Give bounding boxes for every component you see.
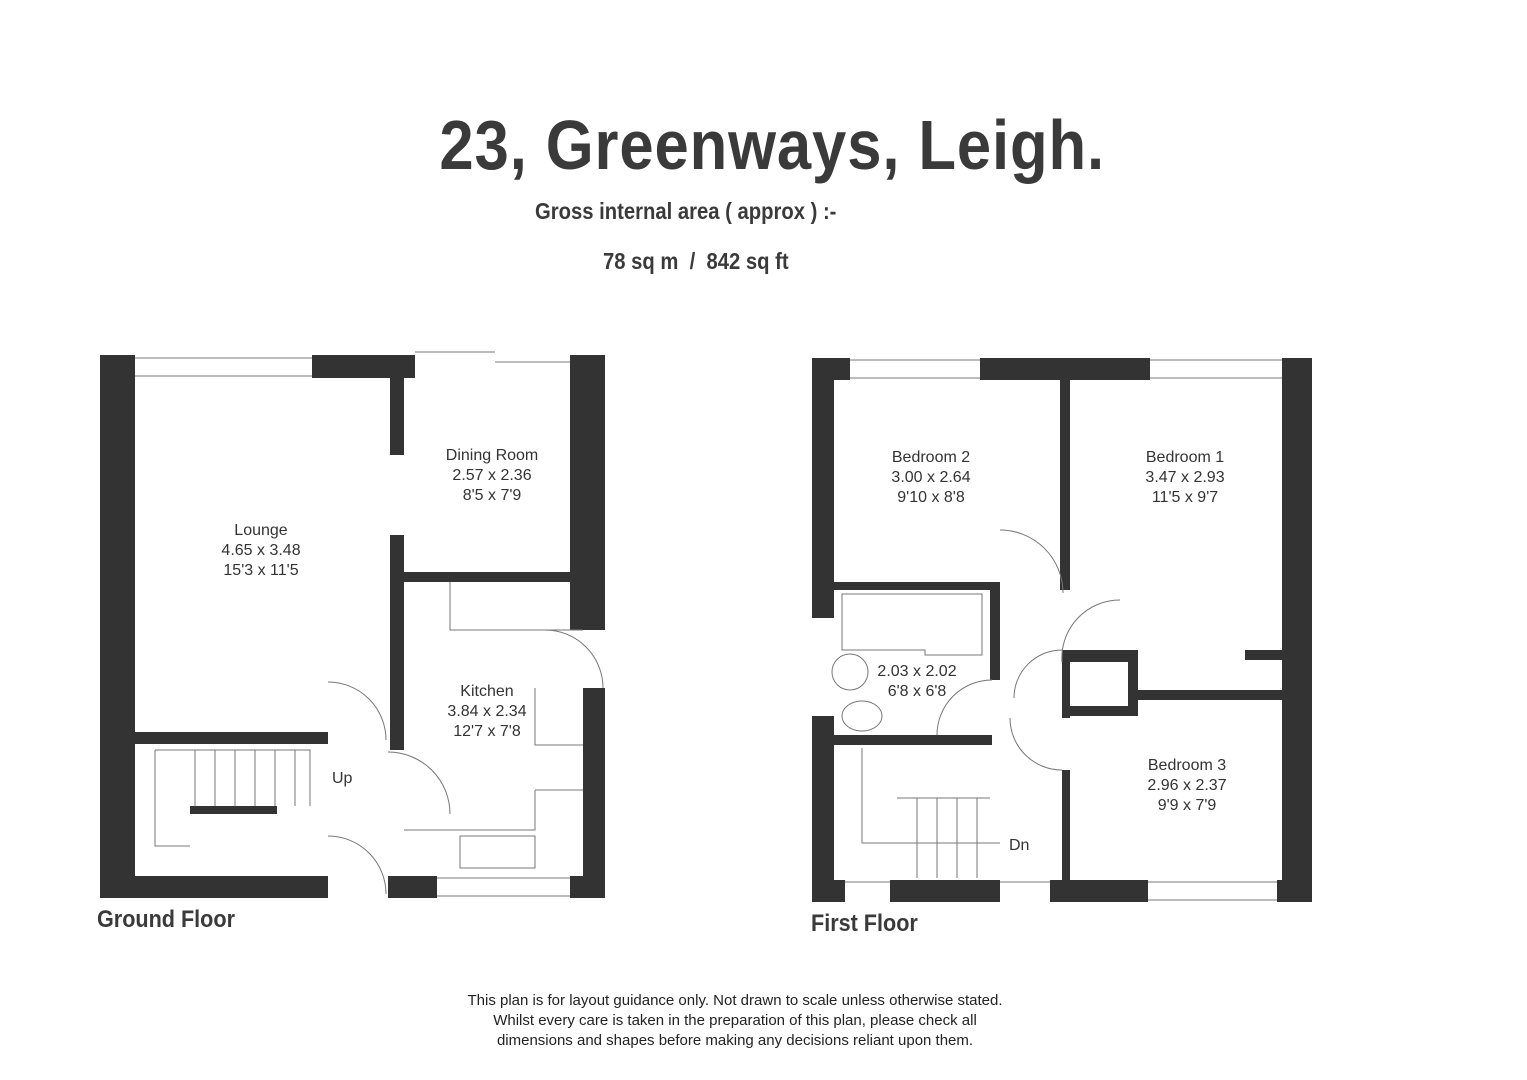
room-name: Dining Room <box>445 447 539 464</box>
disclaimer: This plan is for layout guidance only. N… <box>0 991 1470 1051</box>
room-metric: 3.47 x 2.93 <box>1145 469 1225 486</box>
room-metric: 4.65 x 3.48 <box>221 542 301 559</box>
first-floor-walls <box>812 358 1312 902</box>
room-imperial: 9'10 x 8'8 <box>897 489 965 506</box>
ground-floor-walls <box>100 351 605 898</box>
room-metric: 2.03 x 2.02 <box>877 663 957 680</box>
room-bedroom-2: Bedroom 2 3.00 x 2.64 9'10 x 8'8 <box>891 448 970 508</box>
room-name: Kitchen <box>460 683 514 700</box>
room-imperial: 8'5 x 7'9 <box>462 487 522 504</box>
room-name: Bedroom 3 <box>1147 757 1227 774</box>
room-name: Bedroom 1 <box>1145 449 1225 466</box>
stairs-down-label: Dn <box>1009 837 1030 854</box>
room-metric: 2.57 x 2.36 <box>452 467 532 484</box>
room-dining: Dining Room 2.57 x 2.36 8'5 x 7'9 <box>446 446 538 506</box>
room-lounge: Lounge 4.65 x 3.48 15'3 x 11'5 <box>221 521 300 581</box>
ground-floor-label: Ground Floor <box>97 906 235 933</box>
subtitle: Gross internal area ( approx ) :- <box>535 198 837 224</box>
disclaimer-line: Whilst every care is taken in the prepar… <box>493 1012 977 1029</box>
room-metric: 3.84 x 2.34 <box>447 703 527 720</box>
room-metric: 2.96 x 2.37 <box>1147 777 1227 794</box>
stairs-up-label: Up <box>332 770 353 787</box>
room-bedroom-3: Bedroom 3 2.96 x 2.37 9'9 x 7'9 <box>1147 756 1226 816</box>
disclaimer-line: This plan is for layout guidance only. N… <box>467 992 1003 1009</box>
room-metric: 3.00 x 2.64 <box>891 469 971 486</box>
room-name: Lounge <box>234 522 288 539</box>
disclaimer-line: dimensions and shapes before making any … <box>496 1032 974 1049</box>
room-bathroom: 2.03 x 2.02 6'8 x 6'8 <box>877 662 956 702</box>
room-bedroom-1: Bedroom 1 3.47 x 2.93 11'5 x 9'7 <box>1145 448 1224 508</box>
room-name: Bedroom 2 <box>891 449 971 466</box>
room-imperial: 6'8 x 6'8 <box>887 683 947 700</box>
room-imperial: 11'5 x 9'7 <box>1151 489 1219 506</box>
room-kitchen: Kitchen 3.84 x 2.34 12'7 x 7'8 <box>447 682 526 742</box>
gross-area: 78 sq m / 842 sq ft <box>603 248 789 274</box>
page-title: 23, Greenways, Leigh. <box>439 106 1105 184</box>
room-imperial: 12'7 x 7'8 <box>453 723 521 740</box>
first-floor-label: First Floor <box>811 910 918 937</box>
room-imperial: 9'9 x 7'9 <box>1157 797 1217 814</box>
room-imperial: 15'3 x 11'5 <box>223 562 299 579</box>
